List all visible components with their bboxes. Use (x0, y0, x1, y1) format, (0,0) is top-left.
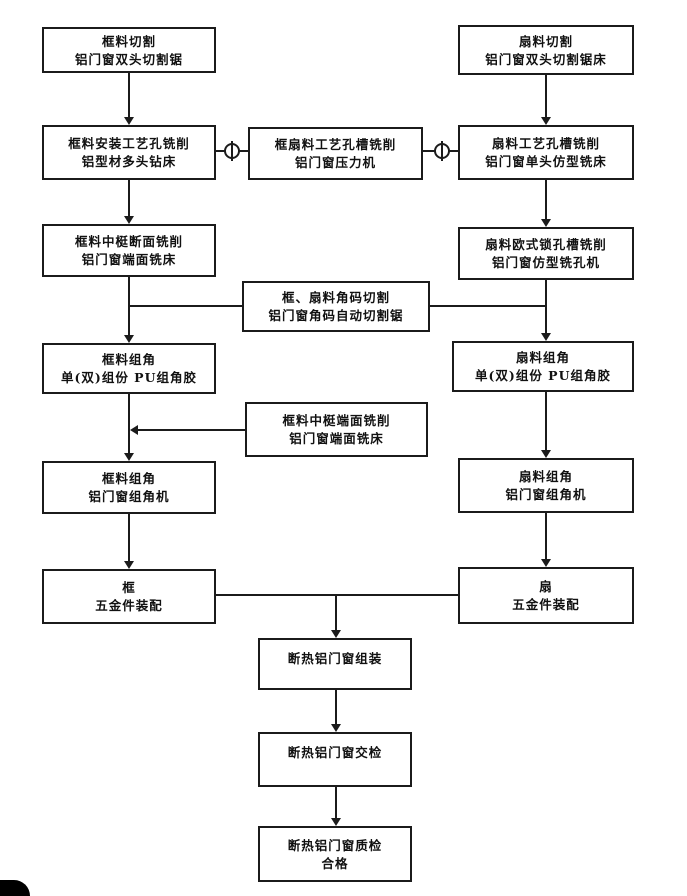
flow-box-quality-check: 断热铝门窗质检 合格 (258, 826, 412, 882)
box-text: 框 (122, 580, 136, 595)
box-text: 铝门窗双头切割锯 (74, 51, 183, 67)
connector-vline-lock-mill-to-corner-glue (545, 280, 547, 335)
box-text: 铝门窗端面铣床 (81, 252, 177, 267)
connector-hline-hardware-merge (216, 594, 458, 596)
flow-box-assembly: 断热铝门窗组装 (258, 638, 412, 690)
arrowhead-into-sash-corner-glue (541, 333, 551, 341)
arrowhead-into-sash-hardware (541, 559, 551, 567)
box-text: 断热铝门窗组装 (287, 651, 383, 666)
box-text: 框料组角 (101, 352, 156, 367)
arrowhead-into-delivery-check (331, 724, 341, 732)
box-text: 铝门窗仿型铣孔机 (491, 255, 600, 270)
box-text: 断热铝门窗质检 (287, 837, 383, 853)
box-text: 铝门窗压力机 (294, 155, 376, 170)
arrowhead-into-frame-hole-mill (124, 117, 134, 125)
flow-box-frame-corner-glue: 框料组角 单(双)组份 PU组角胶 (42, 343, 216, 394)
arrowhead-into-sash-lock-mill (541, 219, 551, 227)
connector-hline-corner-cut-right (430, 305, 547, 307)
connector-hline-corner-cut-left (128, 305, 242, 307)
box-text: 铝门窗单头仿型铣床 (485, 154, 607, 169)
connector-vline-frame-glue-to-corner-machine (128, 394, 130, 455)
box-text: 五金件装配 (512, 597, 580, 612)
box-text: 框料组角 (101, 471, 156, 486)
box-text: 扇料切割 (518, 33, 573, 49)
flow-box-frame-corner-machine: 框料组角 铝门窗组角机 (42, 461, 216, 514)
arrowhead-into-sash-corner-machine (541, 450, 551, 458)
arrowhead-into-frame-hardware (124, 561, 134, 569)
box-text: 铝门窗组角机 (88, 489, 170, 504)
flow-box-frame-mullion-end-mill: 框料中梃端面铣削 铝门窗端面铣床 (245, 402, 428, 457)
flow-box-sash-hardware: 扇 五金件装配 (458, 567, 634, 624)
junction-oplus-right-icon (434, 141, 450, 161)
flow-box-corner-code-cut: 框、扇料角码切割 铝门窗角码自动切割锯 (242, 281, 430, 332)
flow-box-delivery-check: 断热铝门窗交检 (258, 732, 412, 787)
connector-vline-mullion-section-to-corner-glue (128, 277, 130, 337)
box-text: 框料中梃端面铣削 (282, 413, 391, 428)
box-text: 铝门窗组角机 (505, 487, 587, 502)
connector-vline-sash-cut-to-slot-mill (545, 75, 547, 119)
box-text: 扇 (539, 579, 553, 594)
flow-box-sash-corner-glue: 扇料组角 单(双)组份 PU组角胶 (452, 341, 634, 392)
box-text: 单(双)组份 PU组角胶 (475, 368, 611, 383)
connector-vline-assembly-to-delivery (335, 690, 337, 726)
connector-vline-hole-mill-to-mullion-section (128, 180, 130, 218)
page-corner-artifact (0, 880, 30, 896)
arrowhead-into-frame-corner-machine (124, 453, 134, 461)
box-text: 铝门窗角码自动切割锯 (268, 308, 404, 323)
junction-oplus-left-icon (224, 141, 240, 161)
box-text: 合格 (321, 855, 349, 871)
flow-box-frame-hole-mill: 框料安装工艺孔铣削 铝型材多头钻床 (42, 125, 216, 180)
box-text: 框料中梃断面铣削 (74, 234, 183, 249)
connector-vline-slot-mill-to-lock-mill (545, 180, 547, 221)
box-text: 铝门窗端面铣床 (289, 431, 384, 446)
flow-box-frame-sash-slot-mill: 框扇料工艺孔槽铣削 铝门窗压力机 (248, 127, 423, 180)
connector-vline-frame-corner-to-hardware (128, 514, 130, 563)
box-text: 框、扇料角码切割 (281, 290, 390, 305)
flow-box-sash-corner-machine: 扇料组角 铝门窗组角机 (458, 458, 634, 513)
flow-box-sash-slot-mill: 扇料工艺孔槽铣削 铝门窗单头仿型铣床 (458, 125, 634, 180)
flow-box-frame-hardware: 框 五金件装配 (42, 569, 216, 624)
arrowhead-into-sash-slot-mill (541, 117, 551, 125)
box-text: 断热铝门窗交检 (287, 745, 383, 760)
flow-box-sash-cut: 扇料切割 铝门窗双头切割锯床 (458, 25, 634, 75)
box-text: 扇料组角 (515, 350, 570, 365)
arrowhead-into-quality-check (331, 818, 341, 826)
box-text: 框料切割 (101, 33, 156, 49)
box-text: 单(双)组份 PU组角胶 (61, 370, 197, 385)
connector-vline-merge-to-assembly (335, 594, 337, 632)
box-text: 扇料工艺孔槽铣削 (491, 136, 600, 151)
box-text: 铝门窗双头切割锯床 (485, 51, 607, 67)
flow-box-frame-cut: 框料切割 铝门窗双头切割锯 (42, 27, 216, 73)
box-text: 框扇料工艺孔槽铣削 (274, 137, 397, 152)
connector-vline-sash-glue-to-corner-machine (545, 392, 547, 452)
arrowhead-mullion-end-into-frame-line (130, 425, 138, 435)
box-text: 铝型材多头钻床 (81, 154, 177, 169)
flow-box-frame-mullion-section-mill: 框料中梃断面铣削 铝门窗端面铣床 (42, 224, 216, 277)
arrowhead-into-assembly (331, 630, 341, 638)
connector-vline-sash-corner-to-hardware (545, 513, 547, 561)
connector-hline-mullion-end-left (138, 429, 245, 431)
connector-vline-frame-cut-to-hole-mill (128, 73, 130, 119)
arrowhead-into-frame-corner-glue (124, 335, 134, 343)
box-text: 五金件装配 (95, 598, 163, 613)
box-text: 框料安装工艺孔铣削 (68, 136, 190, 151)
flow-box-sash-lock-mill: 扇料欧式锁孔槽铣削 铝门窗仿型铣孔机 (458, 227, 634, 280)
box-text: 扇料组角 (518, 469, 573, 484)
arrowhead-into-frame-mullion-section (124, 216, 134, 224)
box-text: 扇料欧式锁孔槽铣削 (485, 237, 607, 252)
connector-vline-delivery-to-quality (335, 787, 337, 820)
